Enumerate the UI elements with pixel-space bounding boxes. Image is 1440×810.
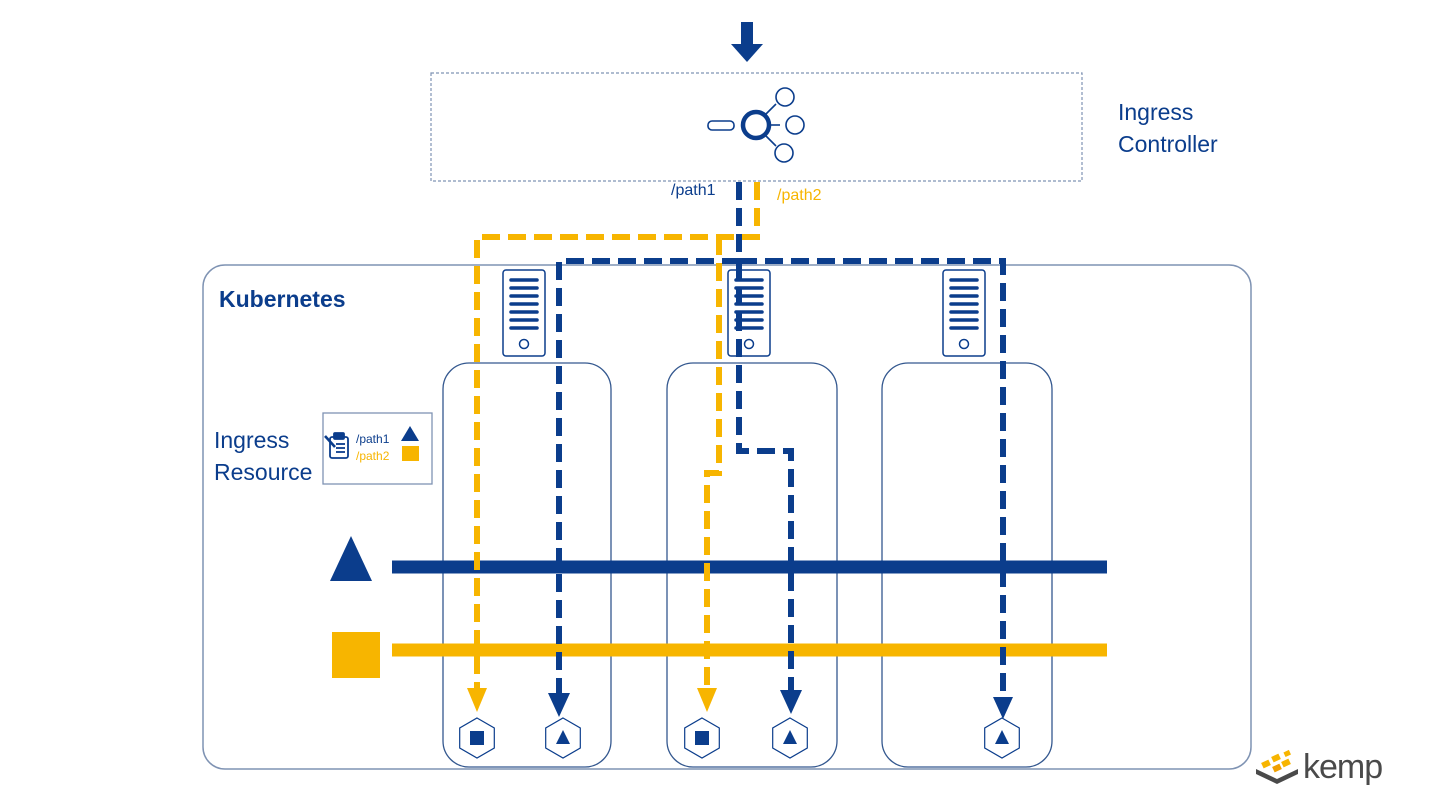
clipboard-edit-icon: [324, 432, 349, 459]
pod-triangle-icon[interactable]: [772, 717, 808, 759]
ingress-controller-box[interactable]: [430, 72, 1083, 182]
path2-route-label: /path2: [777, 187, 822, 204]
load-balancer-icon: [707, 87, 805, 163]
path1-arrowhead: [780, 690, 802, 714]
pod-triangle-icon[interactable]: [984, 717, 1020, 759]
kemp-logo-icon: [1256, 749, 1298, 784]
pod-square-icon[interactable]: [459, 717, 495, 759]
server-icon: [727, 269, 771, 357]
path1-arrowhead: [548, 693, 570, 717]
rule-square-icon: [402, 446, 419, 461]
server-icon: [942, 269, 986, 357]
square-service-icon: [332, 632, 380, 678]
path2-arrowhead: [467, 688, 487, 712]
arrow-down-icon: [731, 22, 763, 62]
rule-triangle-icon: [401, 426, 419, 441]
path1-route-label: /path1: [671, 182, 716, 199]
path1-route: [556, 182, 1006, 697]
path1-arrowhead: [993, 697, 1013, 719]
pod-triangle-icon[interactable]: [545, 717, 581, 759]
ingress-controller-label: Ingress Controller: [1118, 99, 1218, 157]
ingress-resource-card[interactable]: [322, 412, 433, 485]
rule-path1-label: /path1: [356, 432, 390, 446]
ingress-resource-label: Ingress Resource: [214, 427, 313, 485]
kemp-logo-text: kemp: [1303, 748, 1383, 786]
path2-arrowhead: [697, 688, 717, 712]
triangle-service-icon: [330, 536, 372, 581]
path2-route: [474, 182, 760, 690]
kubernetes-label: Kubernetes: [219, 286, 346, 312]
server-icon: [502, 269, 546, 357]
pod-square-icon[interactable]: [684, 717, 720, 759]
kubernetes-cluster-box[interactable]: [202, 264, 1252, 770]
rule-path2-label: /path2: [356, 449, 390, 463]
